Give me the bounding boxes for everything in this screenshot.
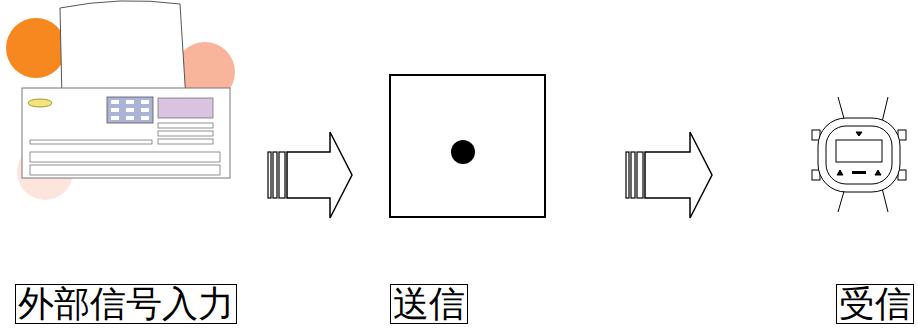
fax-machine [6, 1, 235, 200]
block-arrow [626, 132, 712, 218]
arrow-tail-bar [626, 152, 629, 198]
wristwatch [812, 97, 906, 212]
transmitter-box [390, 75, 545, 217]
arrow-body [645, 132, 712, 218]
arrow-tail-bar [268, 152, 271, 198]
labelled-stage: 送信 [358, 0, 620, 329]
arrow-tail-bar [279, 152, 285, 198]
block-arrow [268, 132, 352, 218]
arrow-body [287, 132, 352, 218]
stage-label: 外部信号入力 [15, 284, 237, 324]
arrow-tail-bar [631, 152, 635, 198]
labelled-stage: 受信 [718, 0, 914, 329]
arrow-tail-bar [273, 152, 277, 198]
arrow-tail-bar [637, 152, 643, 198]
labelled-stage: 外部信号入力 [10, 0, 262, 329]
stage-label: 受信 [836, 284, 914, 324]
stage-label: 送信 [390, 284, 468, 324]
